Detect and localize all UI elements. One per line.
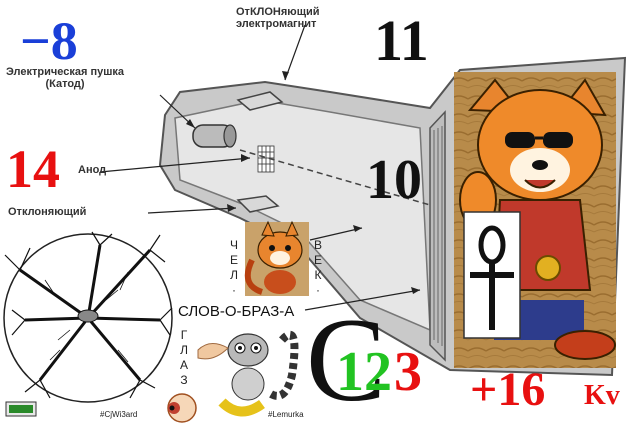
- crt-neck-inner: [174, 99, 431, 332]
- top-deflect-plate: [236, 91, 284, 111]
- logo-letter-c: C: [306, 293, 387, 426]
- cjwizard-tag: #CjWi3ard: [100, 410, 138, 419]
- lemur-image: [197, 330, 299, 417]
- logo-digit-2: 2: [364, 341, 392, 403]
- fractal-tree-image: [3, 231, 173, 403]
- minus8-number: −8: [20, 11, 78, 71]
- logo-digit-1: 1: [336, 341, 364, 403]
- deflect-magnet-label: ОтКЛОНяющий электромагнит: [236, 6, 320, 30]
- deflecting-label: Отклоняющий: [8, 206, 87, 218]
- number-11: 11: [374, 8, 429, 73]
- corner-badge: [5, 401, 37, 417]
- kv-unit: Kv: [584, 380, 620, 411]
- cathode-gun: [192, 124, 237, 148]
- number-10: 10: [366, 149, 422, 211]
- cathode-label: Электрическая пушка (Катод): [6, 66, 125, 90]
- kv-number: +16: [470, 363, 546, 416]
- number-14: 14: [6, 139, 60, 199]
- slovo-obraz-text: СЛОВ-О-БРАЗ-А: [178, 303, 295, 320]
- anode-label: Анод: [78, 164, 107, 176]
- small-red-panda-image: [244, 220, 309, 296]
- bottom-deflect-plate: [236, 195, 280, 213]
- phosphor-stripes: [433, 126, 443, 346]
- logo-digit-3: 3: [394, 341, 422, 403]
- arrow-heads: [186, 71, 420, 294]
- eye-diagram: [167, 393, 197, 423]
- electron-beam: [239, 149, 431, 206]
- lemurka-tag: #Lemurka: [268, 410, 304, 419]
- label-arrows: [99, 24, 421, 311]
- ankh-placard: [463, 211, 521, 339]
